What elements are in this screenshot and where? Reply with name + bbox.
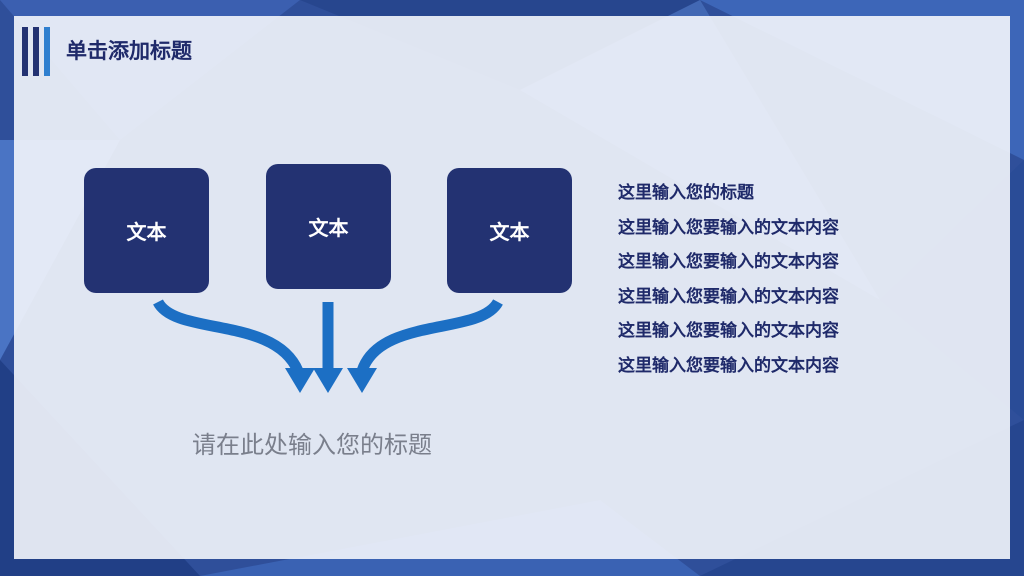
text-box-label[interactable]: 文本 xyxy=(126,220,167,244)
text-list-item[interactable]: 这里输入您要输入的文本内容 xyxy=(618,321,839,341)
right-arrow-shaft xyxy=(356,298,503,374)
text-box-1[interactable]: 文本 xyxy=(84,168,209,293)
text-list-heading[interactable]: 这里输入您的标题 xyxy=(618,183,754,203)
left-arrow-shaft xyxy=(153,298,304,374)
right-arrowhead xyxy=(347,368,377,393)
slide-title[interactable]: 单击添加标题 xyxy=(66,39,192,63)
text-box-2[interactable]: 文本 xyxy=(266,164,391,289)
title-accent-bar xyxy=(44,27,50,76)
converging-down-arrows-icon xyxy=(153,298,503,393)
text-list-item[interactable]: 这里输入您要输入的文本内容 xyxy=(618,355,839,376)
text-list: 这里输入您的标题 这里输入您要输入的文本内容 这里输入您要输入的文本内容 这里输… xyxy=(618,176,998,383)
left-arrowhead xyxy=(285,368,315,393)
vertical-bars-icon xyxy=(22,27,52,76)
text-box-3[interactable]: 文本 xyxy=(447,168,572,293)
center-arrowhead xyxy=(313,368,343,393)
text-box-label[interactable]: 文本 xyxy=(489,220,530,244)
title-accent-bar xyxy=(22,27,28,76)
text-list-item[interactable]: 这里输入您要输入的文本内容 xyxy=(618,286,839,307)
text-list-item[interactable]: 这里输入您要输入的文本内容 xyxy=(618,252,839,272)
text-list-item[interactable]: 这里输入您要输入的文本内容 xyxy=(618,217,839,238)
caption-title[interactable]: 请在此处输入您的标题 xyxy=(192,431,432,459)
text-box-label[interactable]: 文本 xyxy=(308,216,349,240)
title-accent-bar xyxy=(33,27,39,76)
